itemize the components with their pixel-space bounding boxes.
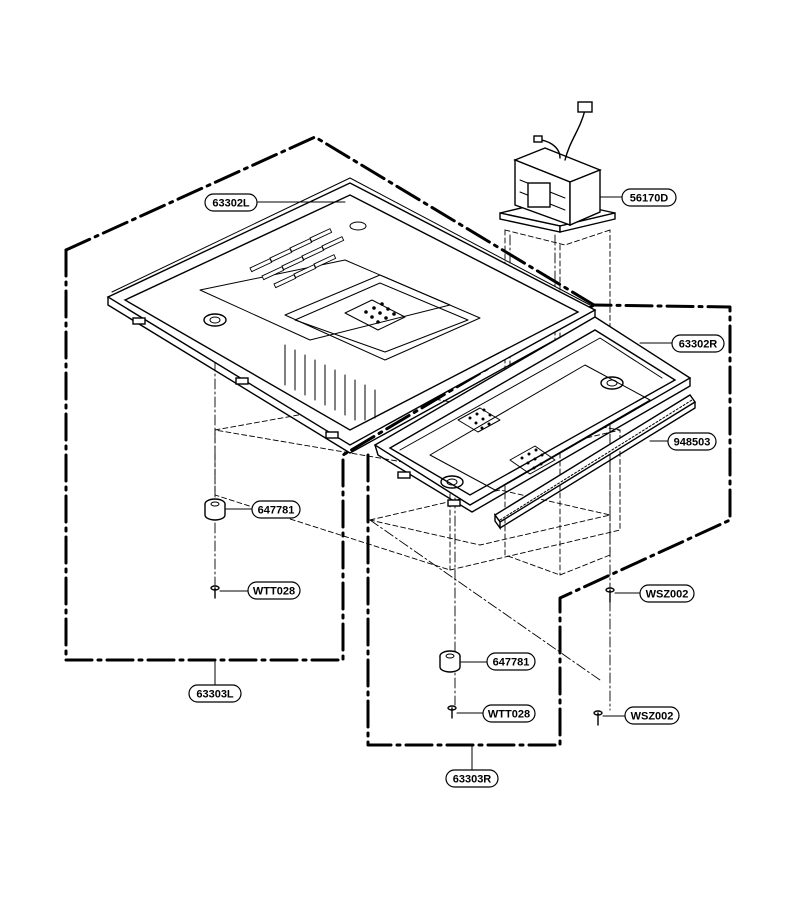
part-number-text: 63303R — [453, 774, 492, 786]
part-number-text: 647781 — [493, 657, 530, 669]
part-label-56170D: 56170D — [621, 188, 677, 207]
left-plate-grille — [344, 299, 406, 331]
screw-wsz-lower — [593, 710, 603, 726]
part-label-WSZ002-upper: WSZ002 — [639, 584, 695, 603]
foot-left — [204, 498, 226, 521]
foot-right — [439, 650, 461, 673]
right-plate-grille-2 — [509, 445, 556, 475]
part-label-WTT028-left: WTT028 — [247, 581, 301, 600]
part-number-text: 647781 — [258, 505, 295, 517]
part-label-63303R: 63303R — [445, 769, 499, 788]
part-label-647781-right: 647781 — [486, 652, 536, 671]
part-number-text: WSZ002 — [631, 711, 674, 723]
part-number-text: WTT028 — [488, 709, 530, 721]
part-number-text: WTT028 — [253, 586, 295, 598]
part-number-text: 948503 — [674, 437, 711, 449]
left-plate-side-louvres — [284, 344, 376, 421]
right-base-plate — [373, 316, 692, 513]
right-plate-grille-1 — [457, 407, 501, 433]
part-number-text: 63303L — [196, 689, 234, 701]
part-label-63302R: 63302R — [671, 334, 725, 353]
part-label-948503: 948503 — [667, 432, 717, 451]
part-label-63303L: 63303L — [188, 684, 242, 703]
part-label-WTT028-right: WTT028 — [482, 704, 536, 723]
left-plate-louvres — [249, 228, 345, 289]
part-label-63302L: 63302L — [204, 193, 258, 212]
part-label-WSZ002-lower: WSZ002 — [624, 706, 680, 725]
part-number-text: WSZ002 — [646, 589, 689, 601]
right-assembly-boundary — [366, 303, 732, 747]
screw-wsz-upper — [605, 587, 615, 603]
part-label-647781-left: 647781 — [251, 500, 301, 519]
transformer — [499, 101, 616, 233]
part-number-text: 56170D — [630, 193, 669, 205]
left-base-plate — [106, 177, 597, 454]
left-assembly-boundary — [64, 135, 596, 662]
part-number-text: 63302R — [679, 339, 718, 351]
screw-left — [210, 585, 220, 599]
gasket-strip — [493, 394, 697, 531]
screw-right — [447, 705, 457, 719]
leader-lines — [214, 196, 673, 771]
part-number-text: 63302L — [212, 198, 250, 210]
